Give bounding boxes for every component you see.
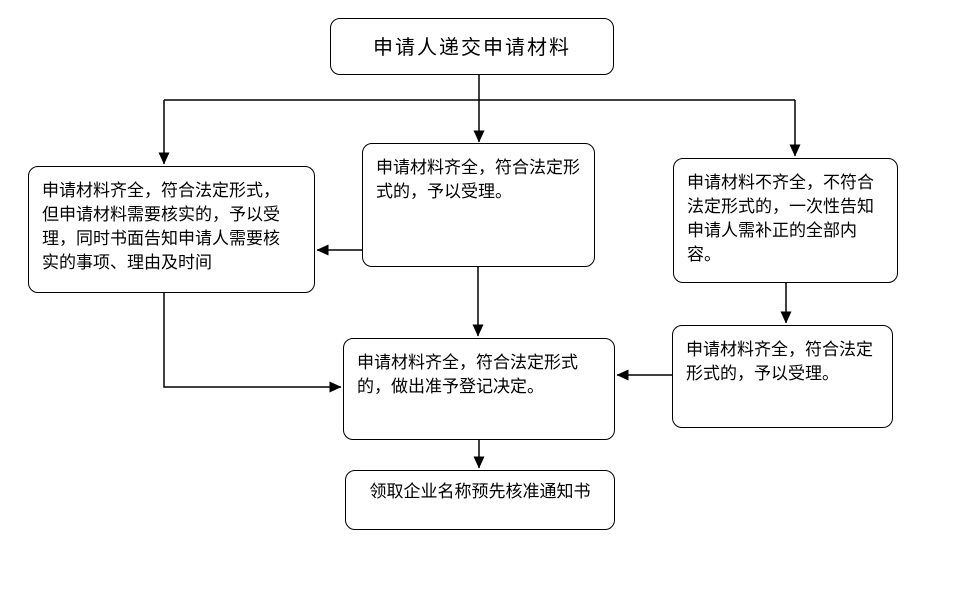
- node-materials-incomplete-notify: 申请材料不齐全，不符合 法定形式的，一次性告知 申请人需补正的全部内 容。: [673, 158, 898, 283]
- node-registration-decision: 申请材料齐全，符合法定形式 的，做出准予登记决定。: [343, 338, 615, 440]
- node-receive-approval-notice: 领取企业名称预先核准通知书: [345, 470, 615, 530]
- edge-verify-to-decision: [163, 293, 342, 393]
- node-accepted-needs-verification: 申请材料齐全，符合法定形式， 但申请材料需要核实的，予以受 理，同时书面告知申请…: [28, 166, 315, 293]
- node-materials-complete-accepted: 申请材料齐全，符合法定形 式的，予以受理。: [362, 143, 595, 267]
- node-corrected-materials-accepted: 申请材料齐全，符合法定 形式的，予以受理。: [672, 325, 893, 428]
- node-submit-application: 申请人递交申请材料: [330, 18, 614, 75]
